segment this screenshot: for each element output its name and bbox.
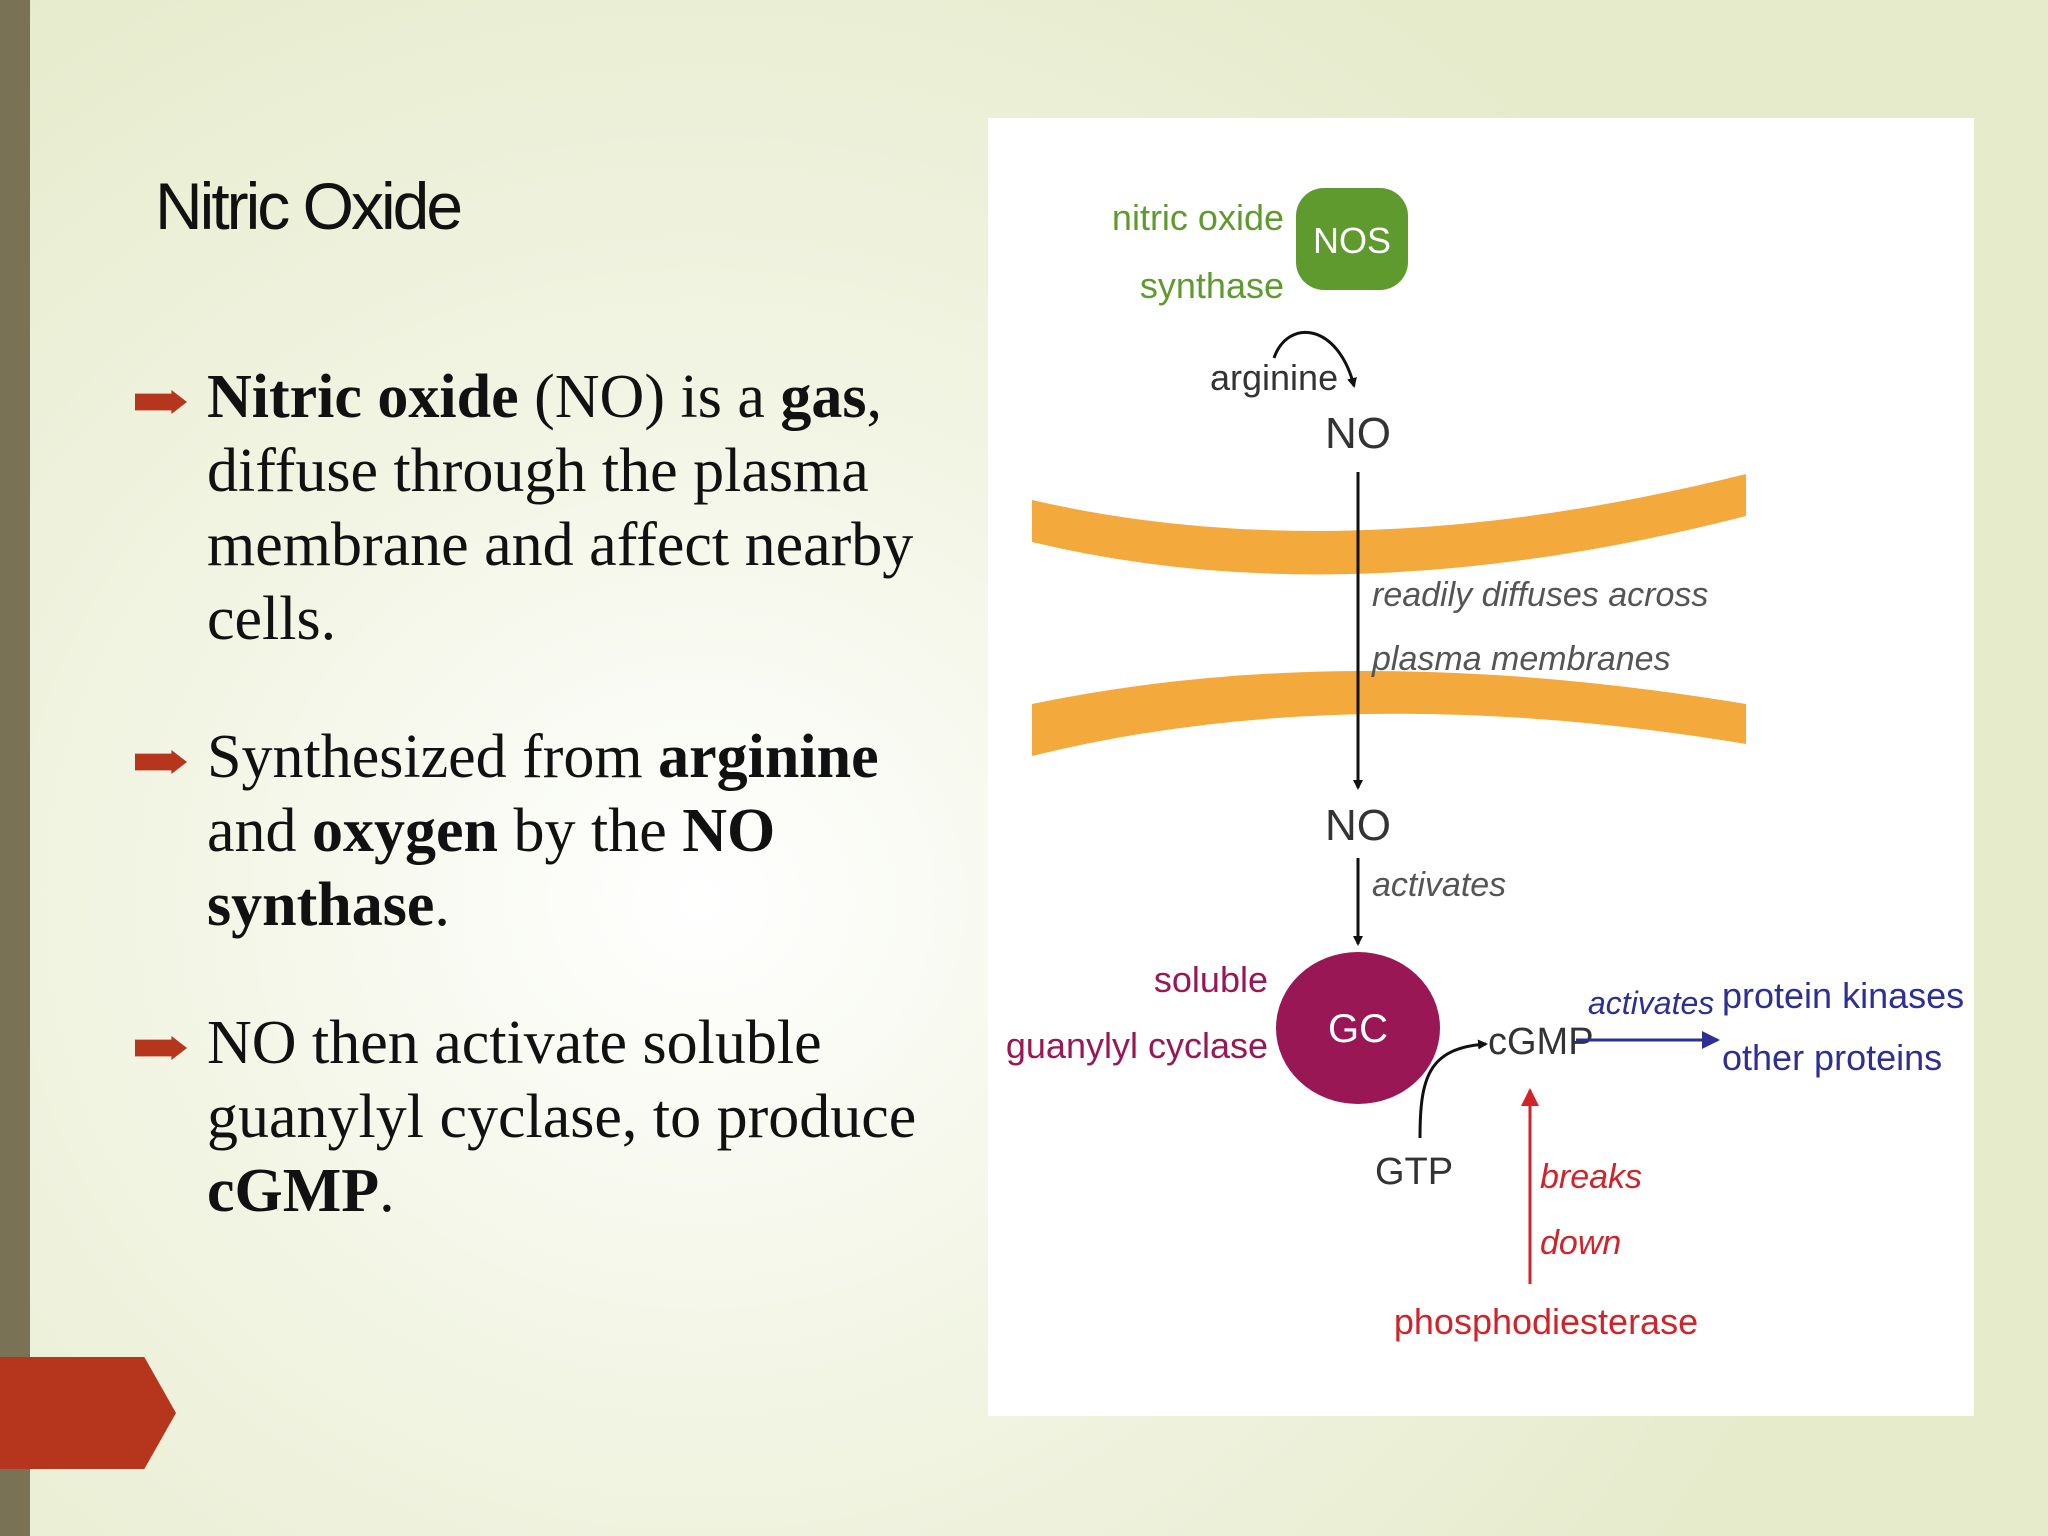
activates-label-1: activates [1372, 866, 1506, 904]
no-bottom-label: NO [1325, 801, 1391, 850]
gc-label-line2: guanylyl cyclase [1006, 1025, 1268, 1066]
arginine-arrow [1272, 331, 1357, 388]
bullet-segment: gas [780, 363, 867, 431]
gc-ellipse [1276, 952, 1440, 1104]
bullet-segment: NO then activate soluble guanylyl cyclas… [207, 1009, 917, 1151]
side-bar [0, 0, 30, 1536]
bullet-arrow-icon [135, 1036, 187, 1060]
diffuse-label-line2: plasma membranes [1371, 640, 1671, 678]
membrane-upper [1032, 474, 1746, 575]
bullet-item: Synthesized from arginine and oxygen by … [135, 720, 965, 942]
bullet-segment: Nitric oxide [207, 363, 519, 431]
no-signaling-diagram: nitric oxide synthase NOS arginine NO re… [988, 118, 1974, 1416]
bullet-segment: . [379, 1157, 395, 1225]
down-label: down [1540, 1224, 1621, 1262]
gtp-label: GTP [1375, 1151, 1453, 1193]
bullet-text: NO then activate soluble guanylyl cyclas… [207, 1006, 965, 1228]
bullet-segment: cGMP [207, 1157, 380, 1225]
bullet-segment: . [434, 871, 450, 939]
arginine-label: arginine [1210, 357, 1338, 398]
gtp-arrow [1418, 1039, 1488, 1139]
nos-label-line1: nitric oxide [1112, 197, 1284, 238]
bullet-text: Nitric oxide (NO) is a gas, diffuse thro… [207, 360, 965, 656]
bullet-segment: by the [498, 797, 683, 865]
bullet-segment: , diffuse through the plasma membrane an… [207, 363, 914, 653]
bullet-segment: and [207, 797, 313, 865]
slide-title: Nitric Oxide [155, 169, 463, 243]
bullet-segment: (NO) is a [518, 363, 781, 431]
nos-box-label: NOS [1313, 220, 1391, 261]
bullet-segment: Synthesized from [207, 723, 659, 791]
activates-label-2: activates [1588, 985, 1714, 1021]
nos-label-line2: synthase [1140, 265, 1284, 306]
no-top-label: NO [1325, 409, 1391, 458]
cgmp-label: cGMP [1488, 1021, 1594, 1063]
gc-label: GC [1328, 1007, 1388, 1051]
bullet-text: Synthesized from arginine and oxygen by … [207, 720, 965, 942]
gc-label-line1: soluble [1154, 959, 1268, 1000]
bullet-arrow-icon [135, 390, 187, 414]
red-tab-decoration [0, 1357, 176, 1469]
bullet-segment: oxygen [312, 797, 499, 865]
bullet-item: Nitric oxide (NO) is a gas, diffuse thro… [135, 360, 965, 656]
bullet-segment: NO synthase [207, 797, 776, 939]
bullet-item: NO then activate soluble guanylyl cyclas… [135, 1006, 965, 1228]
breaks-label: breaks [1540, 1158, 1642, 1196]
bullet-segment: arginine [658, 723, 879, 791]
diagram-canvas: nitric oxide synthase NOS arginine NO re… [1006, 188, 1974, 1342]
protein-label-line2: other proteins [1722, 1037, 1942, 1078]
bullet-arrow-icon [135, 750, 187, 774]
bullet-list: Nitric oxide (NO) is a gas, diffuse thro… [135, 360, 965, 1292]
protein-label-line1: protein kinases and [1722, 975, 1974, 1016]
diffuse-label-line1: readily diffuses across [1372, 576, 1708, 614]
nos-box [1296, 188, 1408, 290]
membrane-lower [1032, 671, 1746, 756]
phosphodiesterase-label: phosphodiesterase [1394, 1301, 1698, 1342]
